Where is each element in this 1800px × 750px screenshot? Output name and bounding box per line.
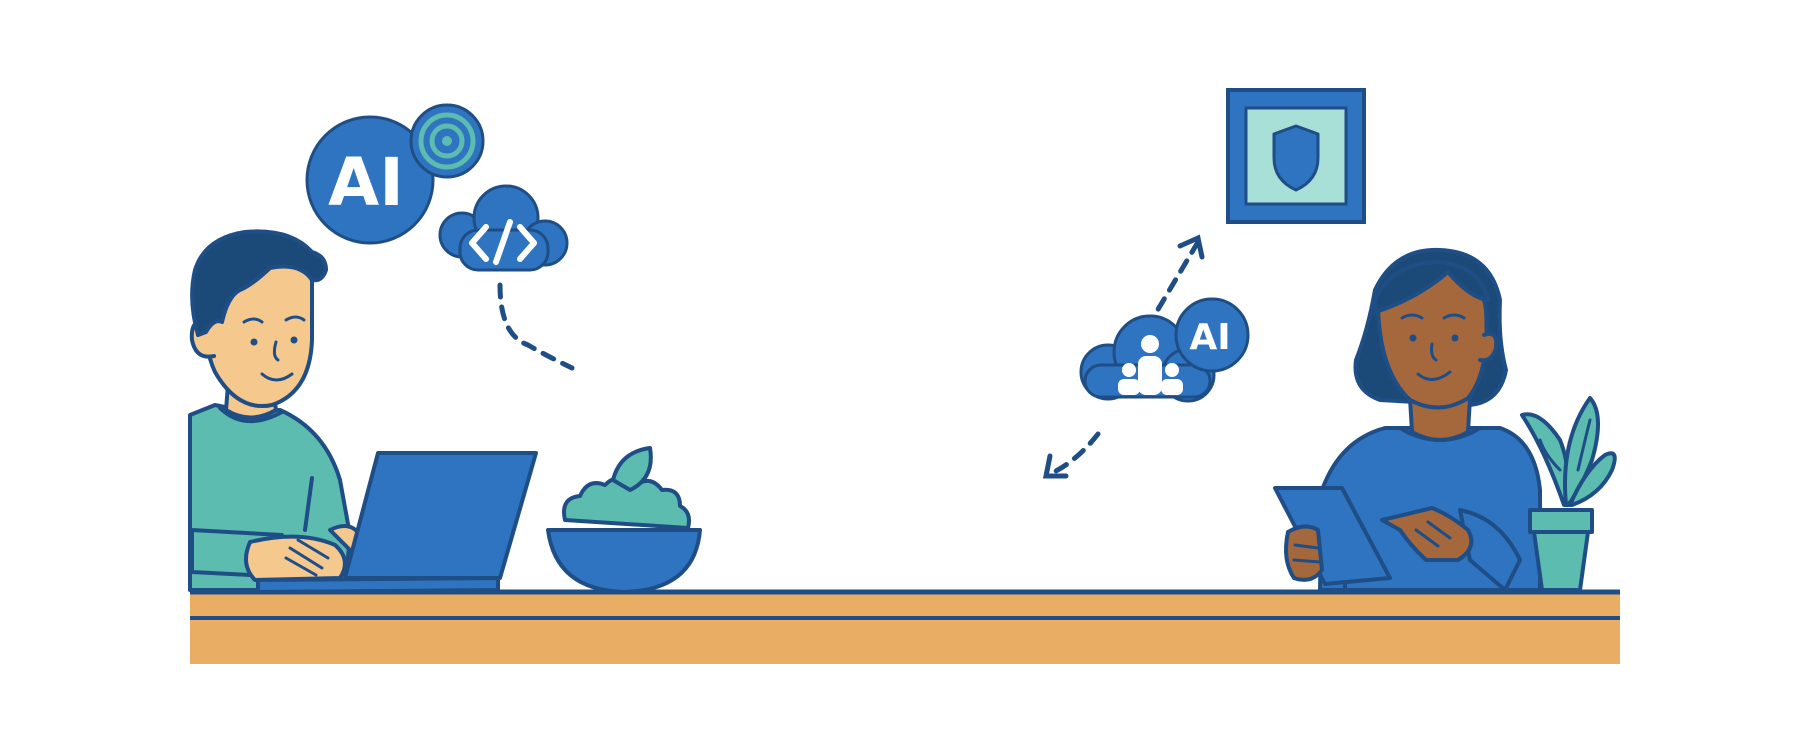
desk [190,589,1620,664]
dashed-arrow-up [1144,234,1205,331]
target-icon [409,103,485,179]
plant-icon [1520,396,1617,592]
laptop-icon [256,451,538,594]
ai-badge-large: AI [305,115,435,245]
salad-bowl-icon [546,446,702,594]
woman-hands [1284,506,1474,582]
ai-badge-small: AI [1174,297,1250,373]
ai-badge-small-label: AI [1189,317,1230,358]
shield-frame-icon [1226,88,1366,224]
code-cloud-icon [438,184,569,272]
ai-badge-large-label: AI [328,144,404,221]
man-person [188,229,362,592]
dashed-connector-left [497,282,575,371]
team-cloud-icon [1079,314,1216,403]
dashed-arrow-down [1042,431,1101,479]
